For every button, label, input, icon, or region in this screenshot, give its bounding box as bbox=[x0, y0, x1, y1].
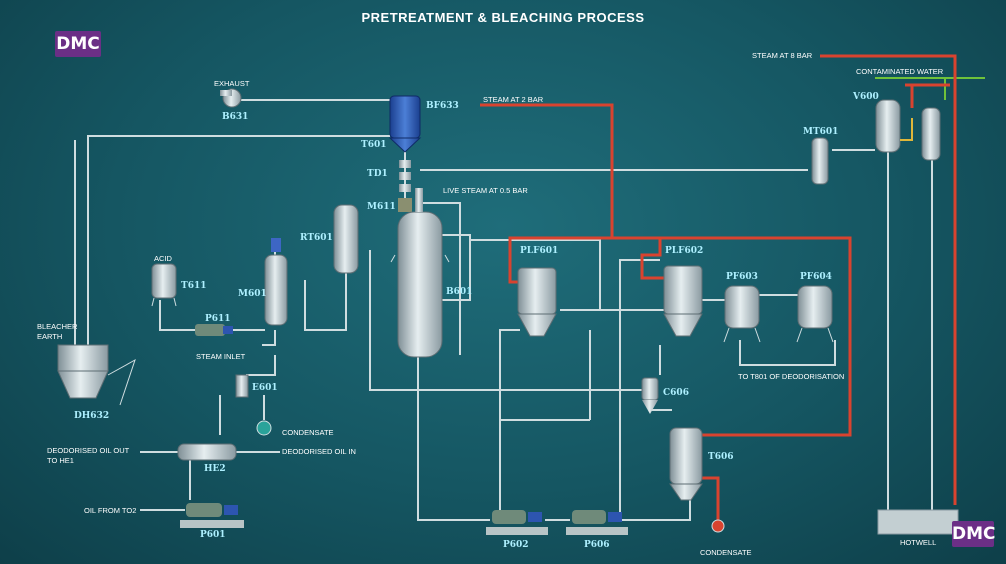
note-bleacher: BLEACHER bbox=[37, 322, 78, 331]
tag-t606: T606 bbox=[708, 452, 734, 462]
tag-td1: TD1 bbox=[367, 169, 388, 179]
mixer-m601 bbox=[264, 238, 288, 326]
tag-dh632: DH632 bbox=[74, 411, 110, 421]
tank-t606 bbox=[669, 427, 703, 501]
note-deodorised-out: DEODORISED OIL OUT bbox=[47, 446, 130, 455]
tag-p606: P606 bbox=[584, 540, 610, 550]
bleacher-b601 bbox=[390, 188, 450, 358]
vessel-v600 bbox=[875, 99, 941, 161]
brand-logo-corner: DMC bbox=[952, 521, 996, 547]
cyclone-c606 bbox=[641, 377, 659, 414]
steam-pipes bbox=[480, 54, 957, 520]
condensate-pot-t606 bbox=[711, 519, 725, 533]
tag-plf602: PLF602 bbox=[665, 246, 704, 256]
filter-plf602 bbox=[663, 265, 703, 337]
vessel-mt601 bbox=[811, 137, 829, 185]
valve-td1 bbox=[399, 160, 411, 192]
hopper-dh632 bbox=[57, 344, 136, 406]
note-steam-8-bar: STEAM AT 8 BAR bbox=[752, 51, 813, 60]
note-acid: ACID bbox=[154, 254, 172, 263]
note-hotwell: HOTWELL bbox=[900, 538, 937, 547]
note-earth: EARTH bbox=[37, 332, 63, 341]
note-to-he1: TO HE1 bbox=[47, 456, 74, 465]
page-title: PRETREATMENT & BLEACHING PROCESS bbox=[361, 10, 645, 25]
blower-b631 bbox=[220, 88, 242, 108]
tag-pf604: PF604 bbox=[800, 272, 832, 282]
tag-t611: T611 bbox=[181, 281, 207, 291]
note-deodorised-in: DEODORISED OIL IN bbox=[282, 447, 356, 456]
pump-p611 bbox=[195, 324, 233, 336]
water-pipe bbox=[875, 77, 985, 100]
pump-p601 bbox=[180, 503, 244, 528]
tag-bf633: BF633 bbox=[426, 101, 459, 111]
heater-e601 bbox=[235, 374, 249, 398]
tag-mt601: MT601 bbox=[803, 127, 839, 137]
pump-p602 bbox=[486, 510, 548, 535]
tag-plf601: PLF601 bbox=[520, 246, 559, 256]
note-contaminated-water: CONTAMINATED WATER bbox=[856, 67, 944, 76]
tag-m601: M601 bbox=[238, 289, 267, 299]
tag-c606: C606 bbox=[663, 388, 689, 398]
tag-pf603: PF603 bbox=[726, 272, 758, 282]
note-steam-2-bar: STEAM AT 2 BAR bbox=[483, 95, 544, 104]
brand-logo: DMC bbox=[55, 31, 101, 57]
tag-t601: T601 bbox=[361, 140, 387, 150]
note-condensate-t606: CONDENSATE bbox=[700, 548, 752, 557]
bag-filter-bf633 bbox=[388, 95, 422, 153]
filter-pf604 bbox=[796, 285, 834, 343]
note-to-t801: TO T801 OF DEODORISATION bbox=[738, 372, 845, 381]
vessel-m611 bbox=[398, 198, 412, 212]
tag-m611: M611 bbox=[367, 202, 396, 212]
tag-b631: B631 bbox=[222, 112, 249, 122]
tag-rt601: RT601 bbox=[300, 233, 333, 243]
note-steam-inlet: STEAM INLET bbox=[196, 352, 246, 361]
tag-e601: E601 bbox=[252, 383, 278, 393]
tag-b601: B601 bbox=[446, 287, 473, 297]
vessel-rt601 bbox=[333, 204, 359, 274]
tag-p611: P611 bbox=[205, 314, 231, 324]
hotwell-tank bbox=[877, 509, 959, 535]
tag-p602: P602 bbox=[503, 540, 529, 550]
note-exhaust: EXHAUST bbox=[214, 79, 250, 88]
condensate-pot bbox=[256, 420, 272, 436]
tag-v600: V600 bbox=[853, 92, 879, 102]
filter-plf601 bbox=[517, 267, 557, 337]
heat-exchanger-he2 bbox=[177, 443, 237, 461]
tag-p601: P601 bbox=[200, 530, 226, 540]
tag-he2: HE2 bbox=[204, 464, 226, 474]
filter-pf603 bbox=[723, 285, 761, 343]
tank-t611 bbox=[151, 263, 177, 307]
note-live-steam: LIVE STEAM AT 0.5 BAR bbox=[443, 186, 528, 195]
pump-p606 bbox=[566, 510, 628, 535]
process-pipes bbox=[74, 99, 933, 521]
note-oil-from-to2: OIL FROM TO2 bbox=[84, 506, 137, 515]
note-condensate-e601: CONDENSATE bbox=[282, 428, 334, 437]
